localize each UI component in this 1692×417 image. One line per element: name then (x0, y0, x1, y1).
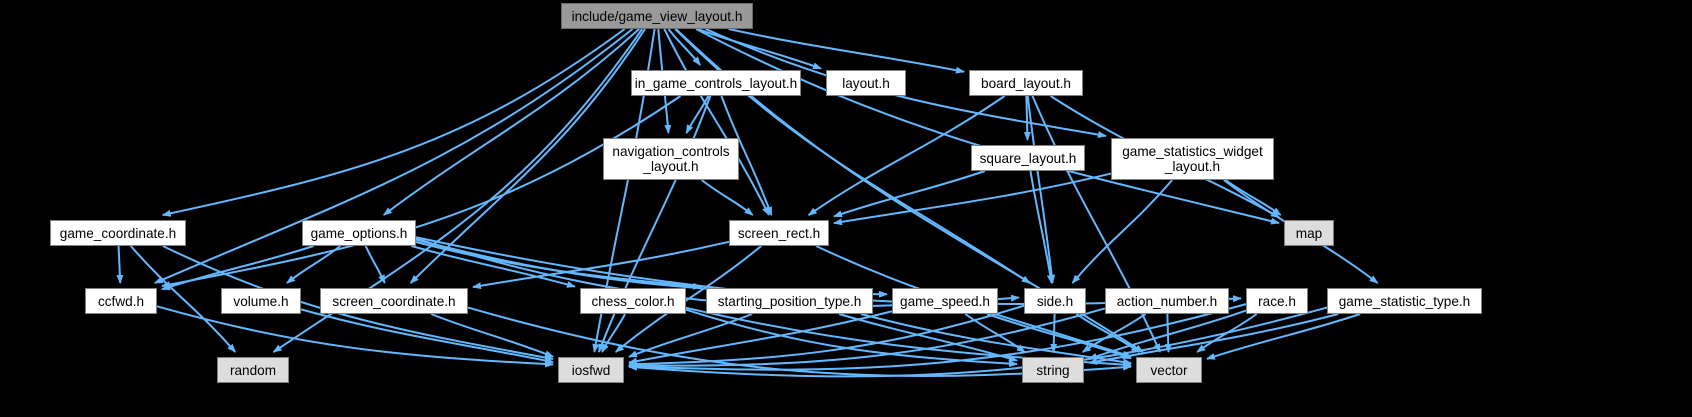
graph-node-chesscolor[interactable]: chess_color.h (580, 288, 686, 314)
edge-root-to-board (728, 28, 965, 74)
edge-gamespeed-to-string (964, 313, 1026, 353)
edge-volume-to-iosfwd (300, 308, 554, 364)
edge-board-to-square (1023, 95, 1031, 141)
edge-igcl-to-navctl (685, 95, 710, 134)
edge-gsw-to-side (1071, 179, 1173, 284)
edge-side-to-vector (1075, 313, 1141, 353)
graph-node-layout[interactable]: layout.h (826, 70, 906, 96)
graph-node-side[interactable]: side.h (1024, 288, 1086, 314)
edge-screenrect-to-iosfwd (614, 245, 762, 353)
graph-node-race[interactable]: race.h (1246, 288, 1308, 314)
edge-gamecoord-to-random (130, 245, 237, 353)
graph-node-string[interactable]: string (1022, 357, 1084, 383)
edge-chesscolor-to-string (685, 308, 1018, 368)
graph-node-actionnum[interactable]: action_number.h (1105, 288, 1229, 314)
graph-node-screencoord[interactable]: screen_coordinate.h (320, 288, 468, 314)
graph-node-gameopts[interactable]: game_options.h (302, 220, 416, 246)
edge-board-to-screenrect (807, 95, 1006, 216)
graph-node-gsw[interactable]: game_statistics_widget _layout.h (1111, 138, 1274, 180)
edge-root-to-map (695, 28, 1280, 225)
edge-gameopts-to-screencoord (364, 245, 386, 284)
edge-root-to-gamecoord (161, 28, 626, 217)
edge-square-to-screenrect (833, 170, 986, 218)
edge-gamespeed-to-iosfwd (628, 310, 893, 365)
edge-gameopts-to-chesscolor (411, 245, 576, 288)
edge-root-to-ccfwd (153, 28, 634, 284)
graph-node-gstype[interactable]: game_statistic_type.h (1327, 288, 1482, 314)
graph-node-map[interactable]: map (1284, 220, 1334, 246)
graph-node-iosfwd[interactable]: iosfwd (558, 357, 624, 383)
graph-node-ccfwd[interactable]: ccfwd.h (85, 288, 157, 314)
graph-node-vector[interactable]: vector (1136, 357, 1202, 383)
graph-node-square[interactable]: square_layout.h (971, 145, 1085, 171)
edge-actionnum-to-iosfwd (628, 307, 1106, 370)
edge-startpos-to-iosfwd (628, 313, 753, 358)
edge-gamecoord-to-ccfwd (116, 245, 124, 284)
graph-node-igcl[interactable]: in_game_controls_layout.h (631, 70, 801, 96)
edge-gstype-to-iosfwd (628, 306, 1328, 378)
edge-root-to-gameopts (382, 28, 640, 216)
edge-gsw-to-map (1224, 179, 1282, 216)
edge-side-to-string (1050, 313, 1058, 353)
edge-screenrect-to-screencoord (472, 240, 730, 290)
edge-root-to-igcl (667, 28, 701, 66)
edge-gamecoord-to-iosfwd (162, 245, 554, 361)
edge-root-to-layout (697, 28, 822, 70)
edge-gamespeed-to-vector (986, 313, 1132, 360)
edge-screencoord-to-iosfwd (430, 313, 554, 358)
edge-square-to-side (1029, 170, 1054, 284)
edge-gameopts-to-ccfwd (161, 245, 314, 291)
edge-startpos-to-string (838, 313, 1018, 362)
graph-node-screenrect[interactable]: screen_rect.h (729, 220, 829, 246)
graph-node-volume[interactable]: volume.h (221, 288, 301, 314)
edge-side-to-iosfwd (628, 304, 1025, 368)
graph-node-startpos[interactable]: starting_position_type.h (706, 288, 873, 314)
graph-node-navctl[interactable]: navigation_controls _layout.h (603, 138, 739, 180)
edge-race-to-iosfwd (628, 303, 1247, 371)
graph-node-board[interactable]: board_layout.h (969, 70, 1083, 96)
edge-race-to-string (1088, 309, 1247, 360)
edge-gsw-to-screenrect (833, 172, 1112, 226)
edge-gstype-to-string (1088, 313, 1339, 365)
graph-node-gamecoord[interactable]: game_coordinate.h (50, 220, 186, 246)
graph-node-gamespeed[interactable]: game_speed.h (892, 288, 998, 314)
graph-node-random[interactable]: random (217, 357, 289, 383)
edge-chesscolor-to-iosfwd (601, 313, 626, 353)
graph-node-root[interactable]: include/game_view_layout.h (561, 3, 753, 29)
edge-gstype-to-vector (1206, 313, 1361, 360)
edge-ccfwd-to-iosfwd (156, 305, 554, 368)
edge-gameopts-to-volume (286, 245, 341, 284)
edge-actionnum-to-string (1081, 313, 1147, 353)
edge-navctl-to-screenrect (701, 179, 754, 216)
edge-root-to-screenrect (663, 28, 770, 216)
edge-gameopts-to-gamespeed (415, 238, 888, 298)
edge-igcl-to-ccfwd (161, 95, 682, 288)
edge-igcl-to-screenrect (720, 95, 773, 216)
